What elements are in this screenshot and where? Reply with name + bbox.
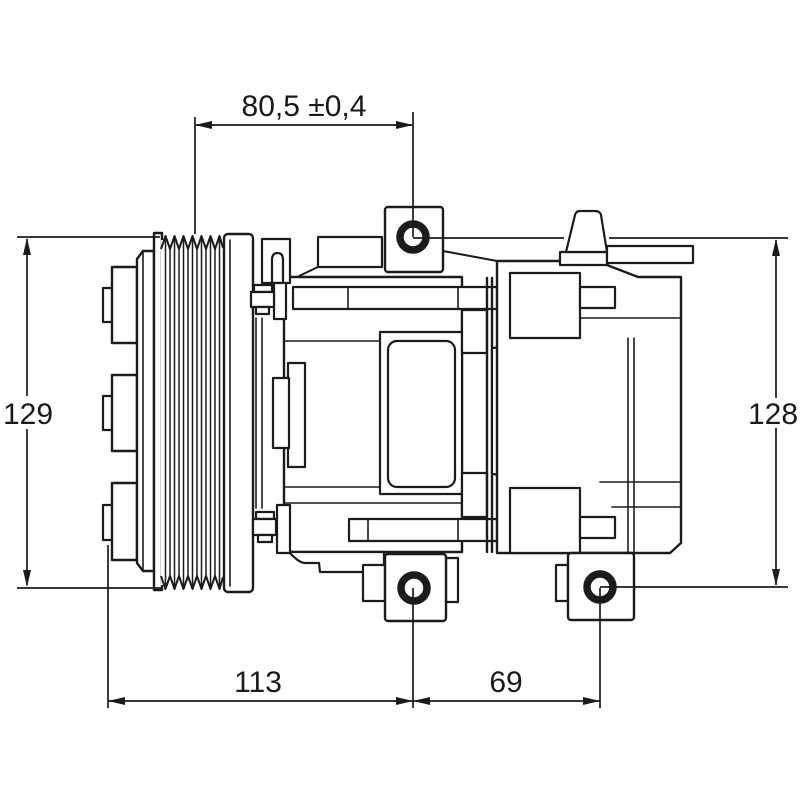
bottom-center-lug-step [361,563,387,603]
dimension-bottom-left-width: 113 [107,545,414,708]
compressor-front-housing [249,235,499,574]
bottom-center-lug-hole [397,571,431,605]
rear-lower-boss [508,486,582,555]
rear-lower-boss-slot [578,515,617,540]
rear-upper-boss-slot [578,285,617,310]
rear-top-plate [605,244,695,265]
dimension-annotations: 80,5 ±0,4 129 128 [3,90,798,708]
fin-base-plate [558,250,609,267]
side-pad-flange [271,376,291,450]
side-pad [286,361,307,469]
pulley-belt-grooves [160,235,224,590]
hub-lug [110,373,139,453]
dimension-label-bottom-left-width: 113 [234,666,282,699]
hub-plate [135,249,156,573]
housing-junction [460,276,494,554]
rear-upper-boss [508,271,582,340]
pulley-back-plate [152,231,164,592]
hub-lug [110,265,139,345]
dimension-right-height: 128 [413,237,798,588]
lower-bolt [251,503,292,555]
bottom-right-lug-step [554,563,570,603]
dimension-label-bottom-right-width: 69 [489,666,522,699]
dimension-label-left-height: 129 [3,398,53,431]
dimension-left-height: 129 [3,236,163,589]
compressor-rear-housing [442,209,695,555]
label-plate [378,330,464,496]
dimension-top-width: 80,5 ±0,4 [194,90,414,237]
front-housing-bottom-step [287,550,386,574]
hub-lug [110,481,139,562]
pulley-rim [222,232,255,594]
bottom-center-lug-flange [444,556,460,604]
upper-tie-bar [291,285,499,311]
top-bracket [316,235,384,269]
dimension-bottom-right-width: 69 [413,588,601,708]
lower-tie-bar [347,517,499,543]
front-ear-slot [270,251,285,285]
upper-bolt [249,281,288,321]
rear-fin [564,209,609,254]
dimension-label-right-height: 128 [748,398,798,431]
dimension-label-top-width: 80,5 ±0,4 [242,90,367,123]
pulley-assembly [101,231,255,594]
